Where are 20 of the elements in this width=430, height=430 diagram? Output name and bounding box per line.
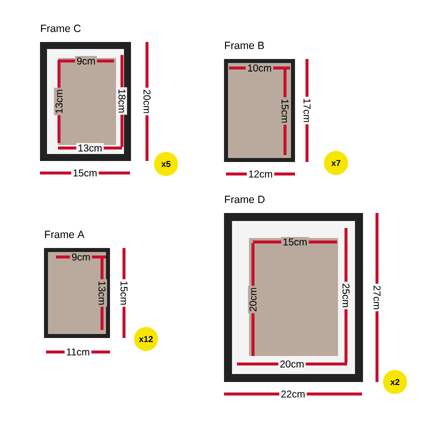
- frame-title: Frame D: [225, 196, 265, 204]
- dimension-label: 11cm: [64, 347, 92, 357]
- dimension-label: 12cm: [246, 168, 274, 180]
- quantity-badge: x7: [324, 151, 348, 175]
- dimension-label: 15cm: [280, 97, 290, 125]
- frame-title: Frame A: [45, 230, 84, 238]
- quantity-badge: x12: [134, 327, 158, 351]
- dimension-label: 17cm: [302, 96, 312, 124]
- dimension-label: 22cm: [279, 388, 307, 400]
- dimension-label: 9cm: [70, 252, 92, 262]
- dimension-label: 15cm: [71, 168, 99, 178]
- quantity-badge: x2: [383, 370, 407, 394]
- quantity-badge: x5: [154, 152, 178, 176]
- dimension-label: 15cm: [281, 237, 309, 247]
- dimension-label: 9cm: [75, 56, 97, 66]
- frame-title: Frame C: [41, 24, 81, 32]
- frame-title: Frame B: [225, 42, 264, 50]
- dimension-label: 20cm: [142, 88, 152, 116]
- dimension-label: 15cm: [119, 279, 129, 307]
- dimension-label: 27cm: [372, 284, 382, 312]
